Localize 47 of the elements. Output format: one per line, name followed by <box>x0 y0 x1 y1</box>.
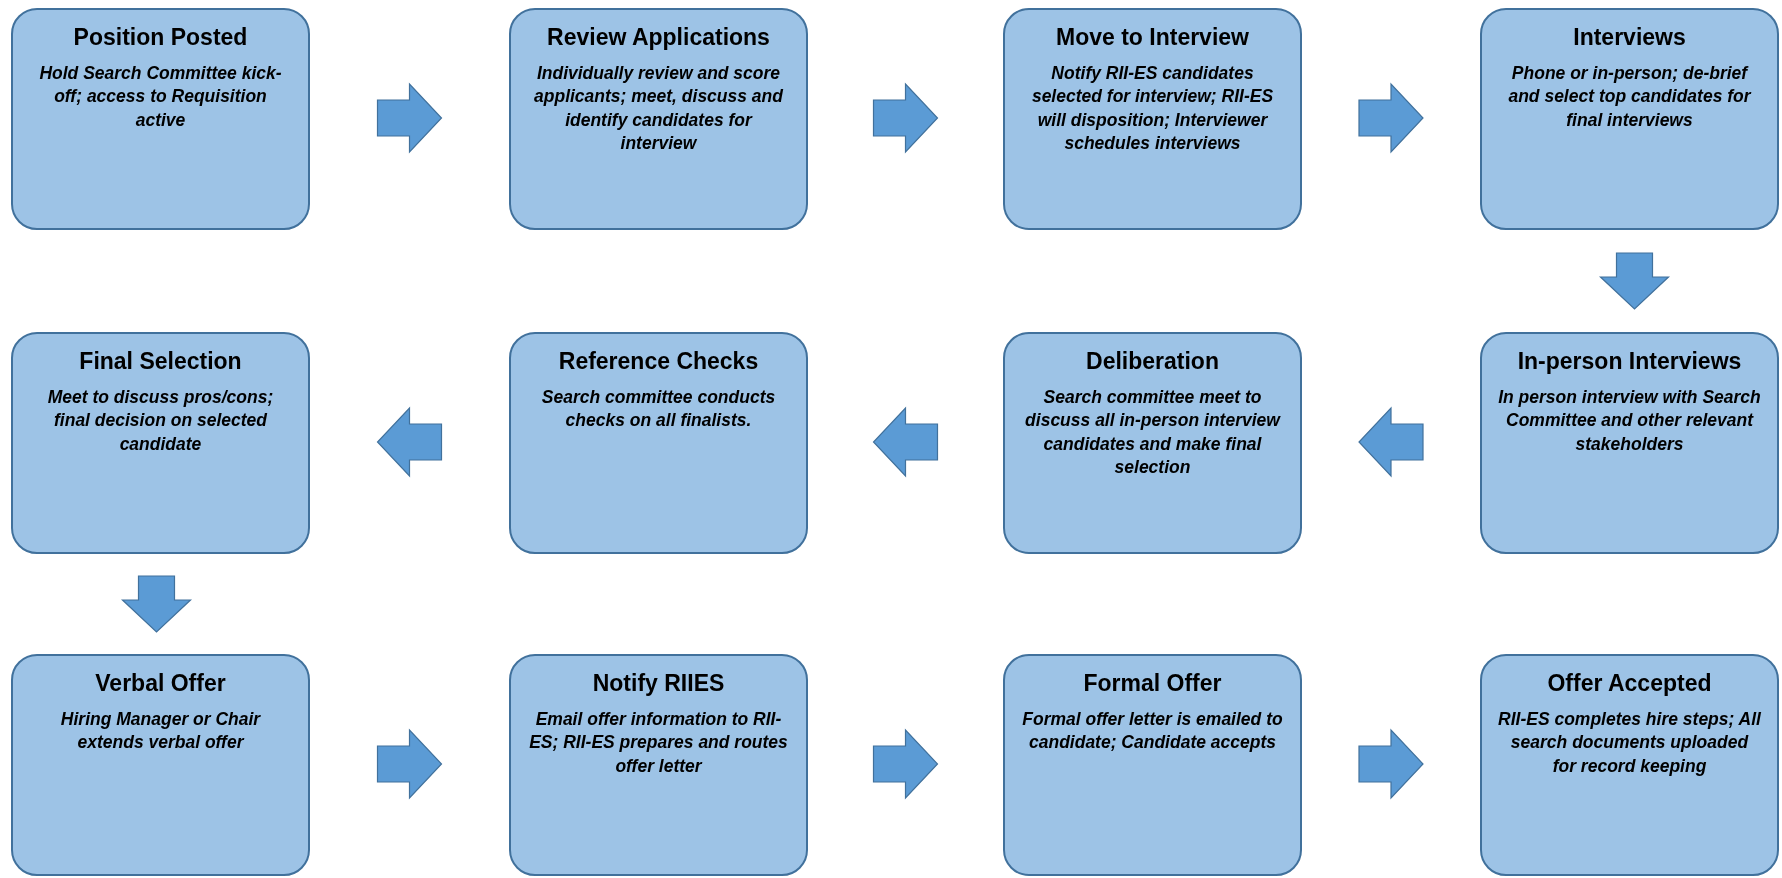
block-arrow <box>376 728 443 800</box>
step-description: In person interview with Search Committee and other relevant stakeholders <box>1498 385 1761 456</box>
step-description: Individually review and score applicants; meet, discuss and identify candidates for interview <box>533 61 784 156</box>
process-box <box>1480 332 1779 554</box>
process-box <box>509 8 808 230</box>
block-arrow <box>872 406 939 478</box>
block-arrow <box>376 82 443 154</box>
step-title: Reference Checks <box>558 348 759 376</box>
step-title: In-person Interviews <box>1517 348 1742 376</box>
step-description: Search committee conducts checks on all finalists. <box>540 385 777 433</box>
block-arrow <box>1358 82 1424 154</box>
block-arrow <box>1358 728 1424 800</box>
block-arrow <box>872 82 939 154</box>
step-description: Email offer information to RII-ES; RII-ES prepares and routes offer letter <box>528 707 789 778</box>
step-description: Formal offer letter is emailed to candidate; Candidate accepts <box>1021 707 1284 755</box>
step-title: Notify RIIES <box>592 670 725 698</box>
step-title: Verbal Offer <box>95 670 226 698</box>
process-box <box>1480 654 1779 876</box>
process-box <box>11 654 310 876</box>
step-title: Review Applications <box>547 24 770 52</box>
block-arrow <box>872 728 939 800</box>
process-box <box>509 332 808 554</box>
step-description: Meet to discuss pros/cons; final decision on selected candidate <box>46 385 275 456</box>
process-box <box>1003 332 1302 554</box>
process-box <box>509 654 808 876</box>
step-description: Search committee meet to discuss all in-person interview candidates and make final selection <box>1024 385 1282 480</box>
process-box <box>1003 8 1302 230</box>
step-description: Notify RII-ES candidates selected for interview; RII-ES will disposition; Interviewer schedules interviews <box>1030 61 1275 156</box>
process-box <box>1003 654 1302 876</box>
step-title: Offer Accepted <box>1547 670 1712 698</box>
step-description: Hold Search Committee kick-off; access to Requisition active <box>38 61 283 132</box>
block-arrow <box>1599 252 1670 310</box>
block-arrow <box>376 406 443 478</box>
step-description: Phone or in-person; de-brief and select top candidates for final interviews <box>1507 61 1753 132</box>
step-title: Deliberation <box>1086 348 1219 376</box>
step-description: RII-ES completes hire steps; All search documents uploaded for record keeping <box>1498 707 1761 778</box>
step-title: Position Posted <box>73 24 248 52</box>
step-description: Hiring Manager or Chair extends verbal offer <box>59 707 262 755</box>
step-title: Formal Offer <box>1083 670 1222 698</box>
process-box <box>1480 8 1779 230</box>
step-title: Interviews <box>1573 24 1686 52</box>
step-title: Final Selection <box>79 348 242 376</box>
block-arrow <box>1358 406 1424 478</box>
process-box <box>11 8 310 230</box>
step-title: Move to Interview <box>1056 24 1249 52</box>
block-arrow <box>121 575 192 633</box>
process-box <box>11 332 310 554</box>
